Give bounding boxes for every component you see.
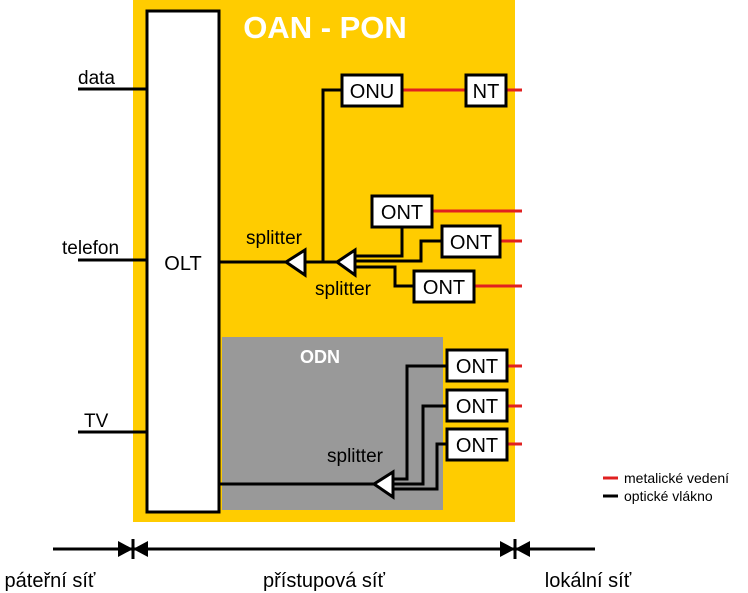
splitter-3 [371,469,395,500]
splitter-1-label: splitter [246,228,303,249]
input-data-label: data [78,68,115,89]
ont-box-2 [440,224,502,259]
metallic-links [402,88,522,446]
ont-label-4: ONT [456,356,498,378]
panel-title: OAN - PON [243,10,407,45]
ont-label-5: ONT [456,396,498,418]
input-tv-label: TV [84,411,109,432]
splitter-3-label: splitter [327,446,384,467]
nt-label: NT [473,81,500,103]
ont-box-3 [412,269,476,304]
splitter-2 [334,247,357,278]
olt-box [145,9,221,514]
ont-box-1 [370,194,434,229]
olt-label: OLT [164,253,201,275]
onu-label: ONU [350,81,394,103]
region-backbone-label: páteřní síť [5,570,96,592]
ont-box-5 [445,388,509,423]
odn-label: ODN [300,347,340,367]
optical-links [219,88,447,491]
ont-label-3: ONT [423,277,465,299]
splitter-2-label: splitter [315,279,372,300]
ont-label-2: ONT [450,232,492,254]
input-telefon-label: telefon [62,238,119,259]
ont-box-4 [445,348,509,383]
ont-box-6 [445,427,509,462]
input-lines [78,87,147,434]
region-scale-arrows [118,541,530,557]
ont-label-6: ONT [456,435,498,457]
region-access-label: přístupová síť [263,570,386,592]
onu-box [340,73,404,108]
nt-box [464,73,508,108]
region-local-label: lokální síť [545,570,632,592]
splitter-1 [283,247,307,278]
ont-label-1: ONT [381,202,423,224]
legend-metal-label: metalické vedení [624,470,729,486]
legend-optic-label: optické vlákno [624,488,713,504]
